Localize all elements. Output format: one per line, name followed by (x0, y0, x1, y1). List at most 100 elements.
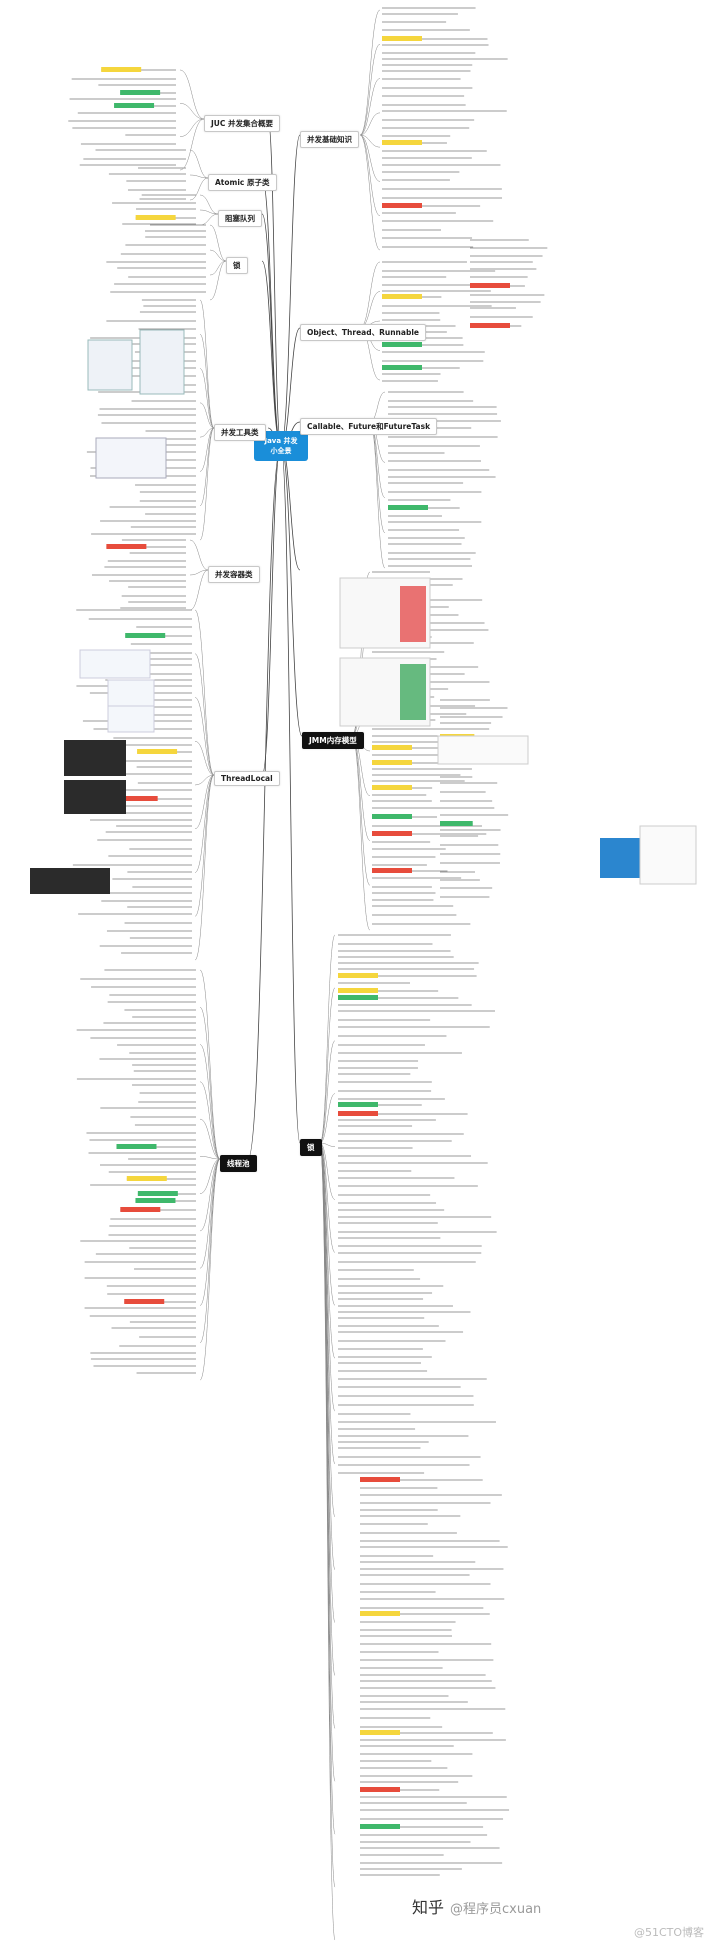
leaf-connector (359, 134, 381, 148)
leaf-tag (372, 785, 412, 790)
leaf-connector (359, 9, 381, 136)
leaf-tag (382, 203, 422, 208)
leaf-tag (135, 1198, 176, 1203)
center-title-line-2: 小全景 (270, 447, 292, 455)
leaf-connector (179, 69, 205, 120)
leaf-connector (194, 609, 215, 776)
leaf-connector (194, 653, 215, 776)
leaf-connector (199, 427, 215, 438)
leaf-connector (359, 112, 381, 136)
leaf-connector (319, 1142, 336, 1729)
leaf-tag (382, 365, 422, 370)
leaf-connector (319, 1040, 336, 1144)
leaf-tag (382, 36, 422, 41)
leaf-tag (440, 821, 473, 826)
leaf-connector (179, 103, 205, 120)
center-title-line-1: Java 并发 (264, 437, 298, 445)
leaf-tag (372, 868, 412, 873)
leaf-connector (199, 1158, 221, 1343)
leaf-tag (470, 323, 510, 328)
leaf-connector (199, 427, 215, 541)
leaf-connector (199, 299, 215, 429)
trunk-connector (280, 445, 301, 1144)
leaf-tag (137, 749, 178, 754)
leaf-connector (319, 1142, 336, 1359)
leaf-tag (116, 1144, 157, 1149)
trunk-connector (261, 445, 282, 776)
leaf-connector (351, 735, 371, 841)
branch-locks[interactable]: 锁 (226, 257, 248, 274)
leaf-connector (189, 149, 209, 179)
trunk-connector (280, 327, 301, 447)
branch-juc-start[interactable]: JUC 并发集合概要 (204, 115, 280, 132)
branch-concurrency-basics[interactable]: 并发基础知识 (300, 131, 359, 148)
branch-object-thread-runnable[interactable]: Object、Thread、Runnable (300, 324, 426, 341)
leaf-connector (319, 934, 336, 1144)
leaf-tag (372, 760, 412, 765)
leaf-tag (137, 1191, 178, 1196)
leaf-tag (338, 1111, 378, 1116)
leaf-connector (359, 78, 381, 136)
leaf-tag (372, 831, 412, 836)
leaf-connector (359, 291, 381, 329)
leaf-connector (209, 260, 227, 301)
branch-thread-pool[interactable]: 线程池 (220, 1155, 257, 1172)
leaf-tag (126, 1176, 167, 1181)
leaf-connector (199, 427, 215, 506)
cto-watermark: @51CTO博客 (634, 1926, 705, 1939)
branch-jmm[interactable]: JMM内存模型 (302, 732, 364, 749)
leaf-connector (194, 774, 215, 829)
branch-concurrent-containers[interactable]: 并发容器类 (208, 566, 260, 583)
leaf-tag (106, 544, 147, 549)
leaf-connector (199, 1044, 221, 1160)
leaf-connector (199, 368, 215, 429)
leaf-tag (338, 973, 378, 978)
leaf-tag (338, 995, 378, 1000)
diagram-thumbnails (30, 329, 697, 894)
leaf-tag (120, 1207, 161, 1212)
branch-threadlocal[interactable]: ThreadLocal (214, 771, 280, 786)
leaf-connector (319, 1142, 336, 1782)
leaf-connector (194, 774, 215, 873)
leaf-connector (319, 1142, 336, 1941)
branch-callable-future[interactable]: Callable、Future和FutureTask (300, 418, 438, 435)
leaf-connector (189, 177, 209, 201)
leaf-tag (114, 103, 155, 108)
leaf-connector (209, 249, 227, 262)
leaf-connector (199, 209, 219, 215)
leaf-connector (194, 774, 215, 917)
leaf-tag (360, 1730, 400, 1735)
leaf-tag (382, 140, 422, 145)
leaf-connector (319, 1093, 336, 1144)
leaf-connector (194, 697, 215, 776)
leaf-tag (338, 1102, 378, 1107)
leaf-connector (189, 174, 209, 179)
leaf-connector (199, 1156, 221, 1160)
zhihu-logo-text: 知乎 (412, 1898, 445, 1917)
branch-atomic[interactable]: Atomic 原子类 (208, 174, 277, 191)
leaf-connector (199, 194, 219, 215)
trunk-connector (267, 118, 282, 447)
leaf-tag (382, 294, 422, 299)
branch-tools[interactable]: 并发工具类 (214, 424, 266, 441)
leaf-connector (359, 134, 381, 182)
leaf-connector (194, 774, 215, 961)
leaf-connector (359, 134, 381, 216)
leaf-connector (199, 1081, 221, 1160)
branch-blocking-queue[interactable]: 阻塞队列 (218, 210, 262, 227)
leaf-tag (360, 1787, 400, 1792)
leaf-tag (388, 505, 428, 510)
leaf-connector (179, 118, 205, 171)
leaf-tag (101, 67, 142, 72)
leaf-connector (359, 44, 381, 136)
leaf-connector (189, 569, 209, 576)
leaf-connector (199, 1158, 221, 1381)
trunk-connector (261, 177, 282, 447)
leaf-tag (372, 745, 412, 750)
leaf-tag (360, 1611, 400, 1616)
leaf-connector (319, 1142, 336, 1200)
leaf-connector (189, 569, 209, 611)
leaf-tag (360, 1824, 400, 1829)
branch-lock-big[interactable]: 锁 (300, 1139, 322, 1156)
